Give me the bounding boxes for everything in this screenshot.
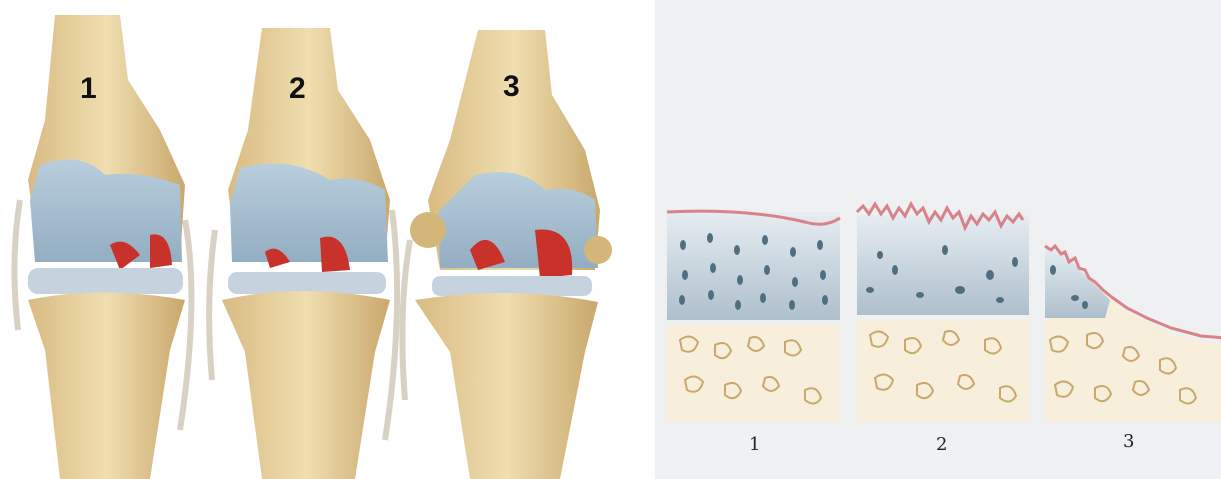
cartilage-sections-illustration: [655, 0, 1221, 479]
knee-model-1: [14, 15, 191, 479]
cartilage-section-3: [1045, 246, 1221, 422]
cartilage-sections-panel: 1 2 3: [655, 0, 1221, 479]
cartilage-section-2: [857, 204, 1029, 422]
knee-label-3: 3: [503, 70, 520, 104]
section-label-1: 1: [749, 434, 760, 455]
knee-label-2: 2: [289, 72, 306, 106]
cartilage-section-1: [667, 211, 840, 422]
section-label-2: 2: [936, 434, 947, 455]
section-label-3: 3: [1123, 431, 1134, 452]
knee-models-panel: 1 2 3: [0, 0, 612, 479]
knee-label-1: 1: [80, 72, 97, 106]
